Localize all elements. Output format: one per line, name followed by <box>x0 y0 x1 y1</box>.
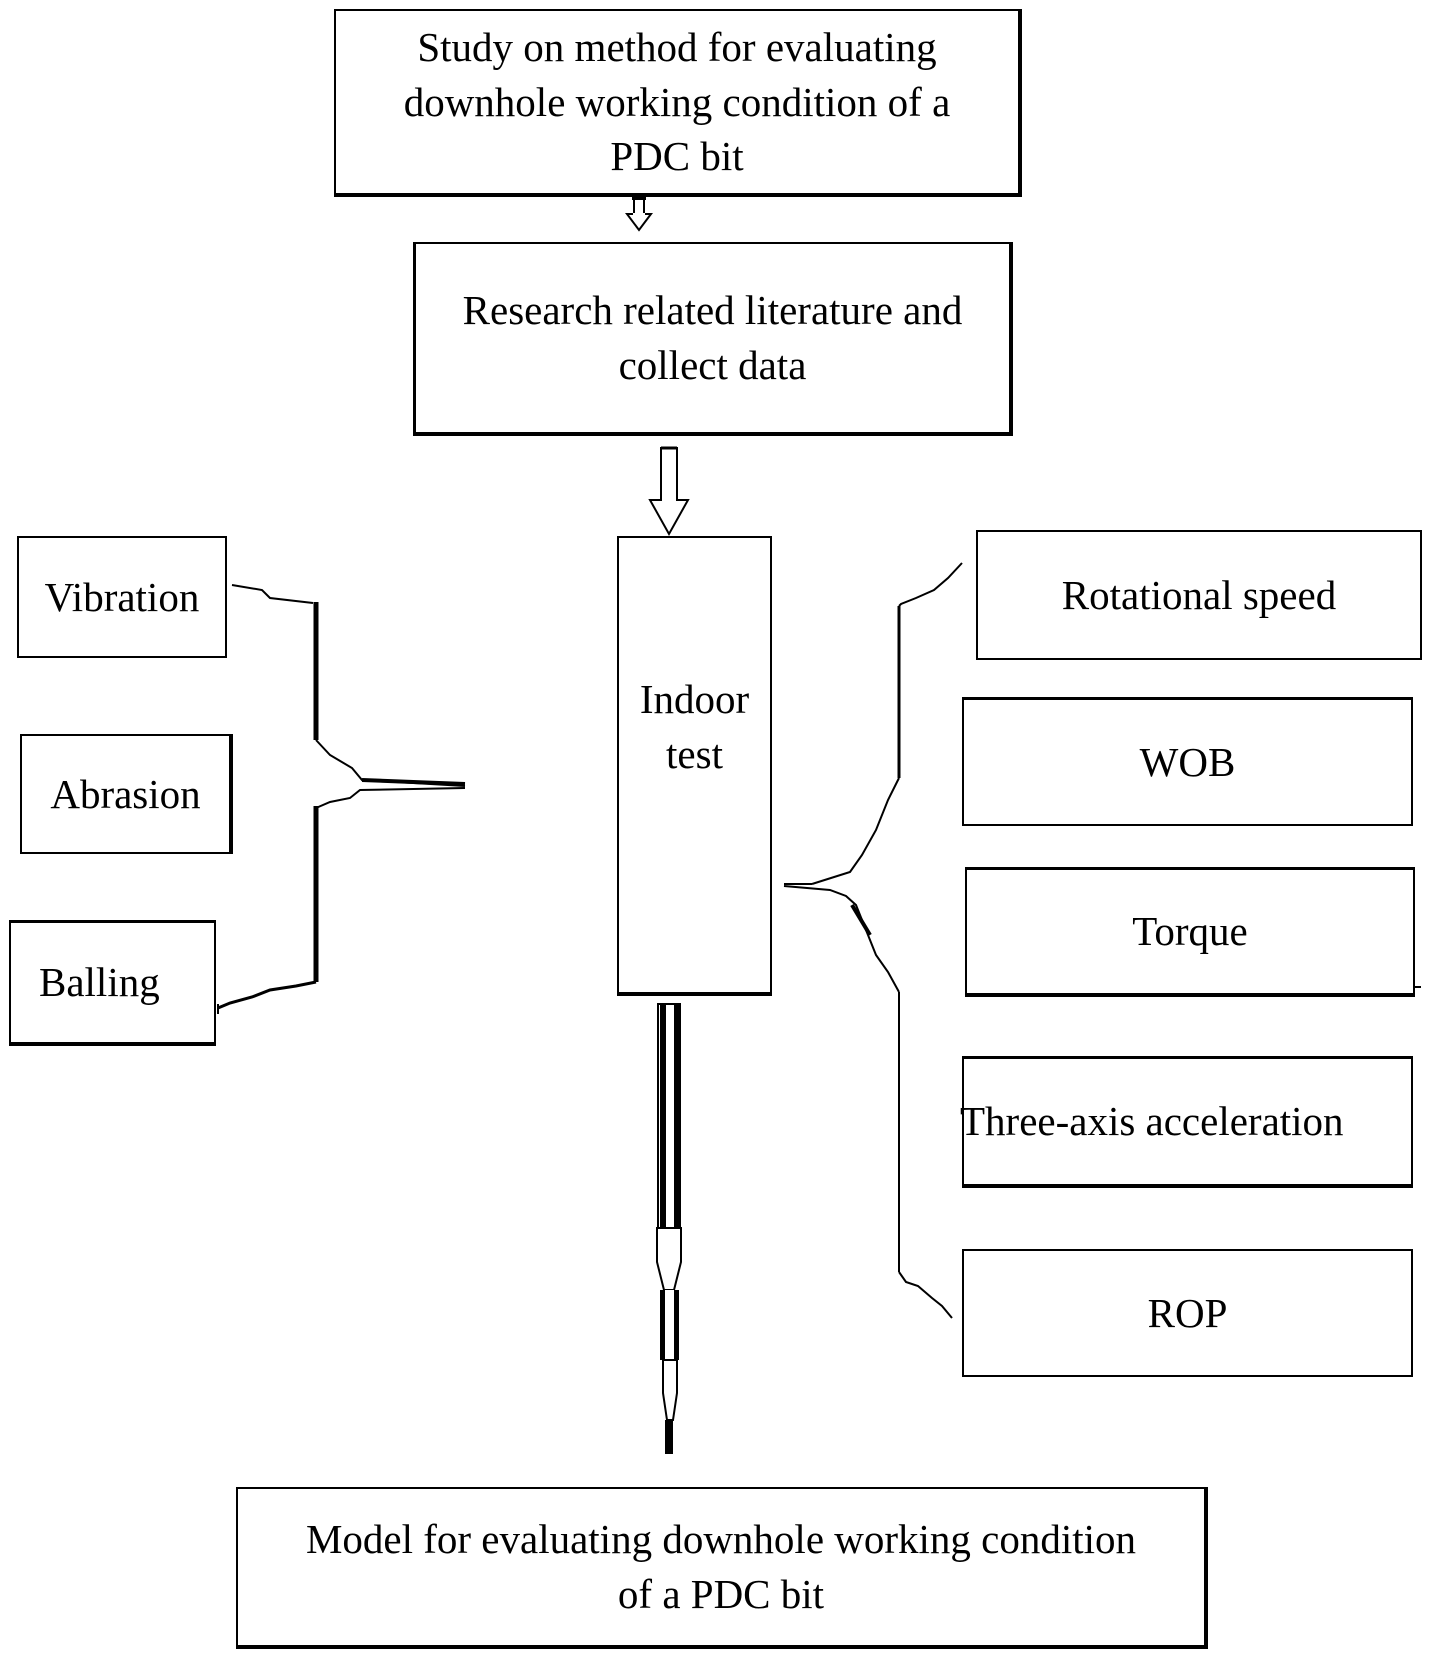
node-wob-label: WOB <box>1139 738 1236 785</box>
node-model-line-1: Model for evaluating downhole working co… <box>305 1516 1137 1563</box>
node-abrasion: Abrasion <box>20 734 233 854</box>
node-rop-label: ROP <box>1147 1289 1228 1336</box>
node-research-line-2: collect data <box>618 342 807 388</box>
node-balling-label: Balling <box>39 959 160 1006</box>
node-research-line-1: Research related literature and <box>462 287 963 334</box>
node-study-line-1: Study on method for evaluating <box>417 24 937 71</box>
node-rop: ROP <box>962 1249 1413 1377</box>
node-three-axis-acceleration: Three-axis acceleration <box>960 1056 1413 1188</box>
node-rotational-speed: Rotational speed <box>976 530 1422 660</box>
node-model: Model for evaluating downhole working co… <box>236 1487 1208 1649</box>
node-wob: WOB <box>962 697 1413 826</box>
node-study-line-3: PDC bit <box>610 133 744 180</box>
node-rotational-speed-label: Rotational speed <box>1061 571 1337 618</box>
left-brace-connector <box>217 584 466 1014</box>
node-vibration-label: Vibration <box>44 573 200 620</box>
node-study-line-2: downhole working condition of a <box>403 78 951 125</box>
right-brace-connector <box>783 562 963 1319</box>
node-balling: Balling <box>9 920 216 1046</box>
arrow-indoor-test-to-model <box>656 1003 682 1454</box>
node-research: Research related literature and collect … <box>413 242 1013 436</box>
node-torque: Torque <box>965 867 1415 997</box>
node-study: Study on method for evaluating downhole … <box>334 9 1022 197</box>
node-torque-label: Torque <box>1132 908 1248 955</box>
node-model-line-2: of a PDC bit <box>617 1571 825 1617</box>
node-three-axis-acceleration-label: Three-axis acceleration <box>960 1098 1344 1145</box>
node-vibration: Vibration <box>17 536 227 658</box>
node-indoor-test-line-1: Indoor <box>639 676 750 722</box>
arrow-research-to-indoor-test <box>648 446 690 537</box>
node-indoor-test: Indoor test <box>617 536 772 996</box>
node-indoor-test-line-2: test <box>666 730 723 777</box>
node-abrasion-label: Abrasion <box>50 770 201 817</box>
